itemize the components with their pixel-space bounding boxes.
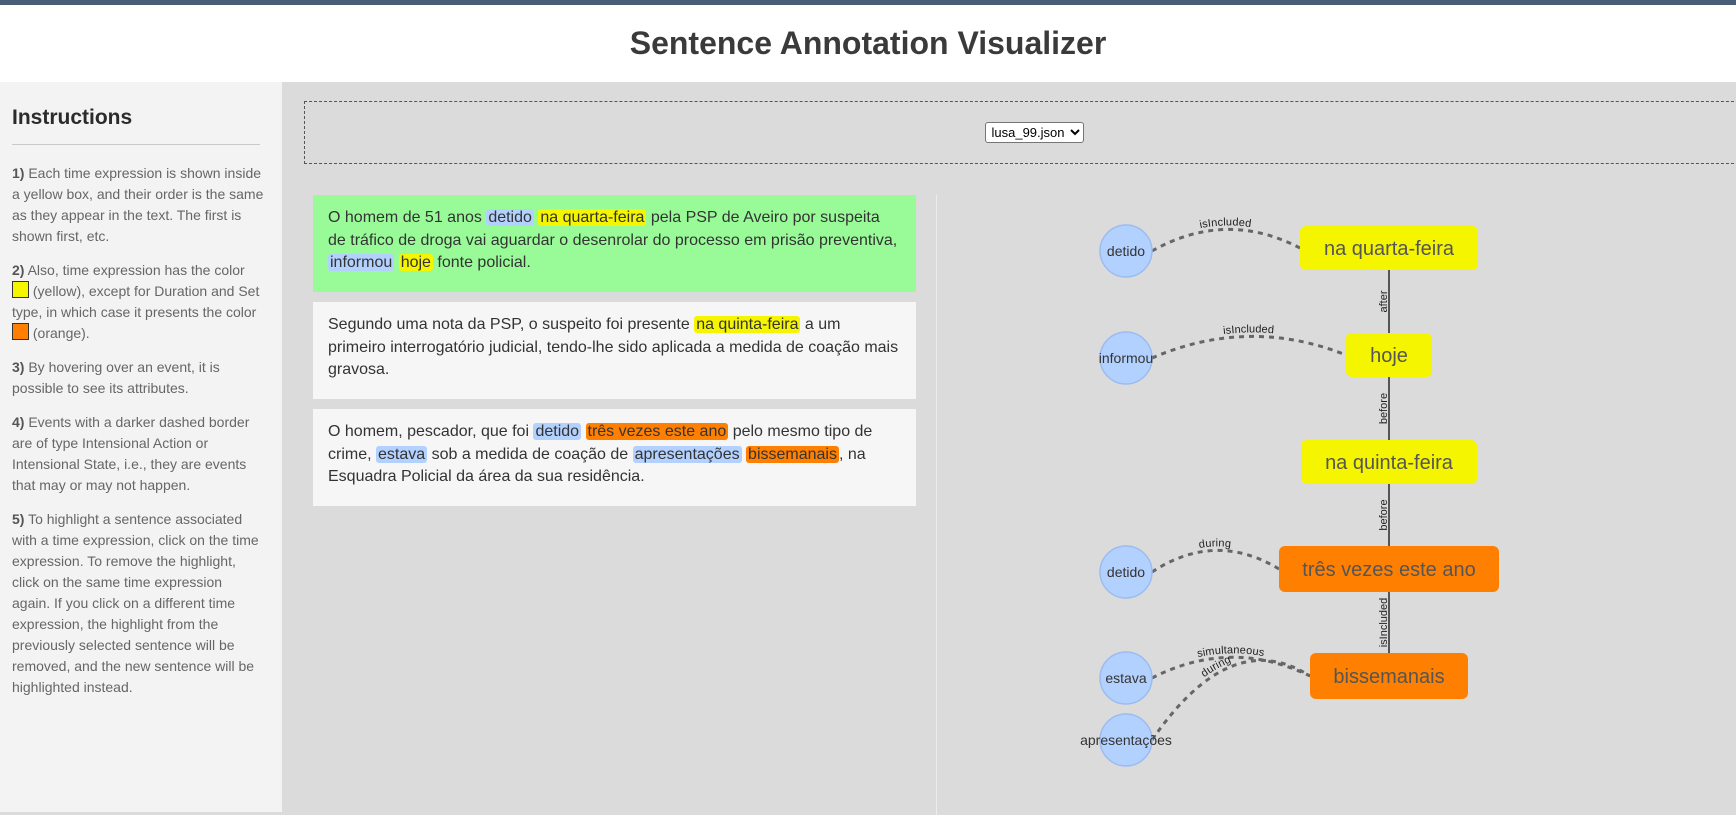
event-link	[1151, 227, 1301, 253]
page-header: Sentence Annotation Visualizer	[0, 5, 1736, 82]
event-link-label: simultaneous	[1196, 644, 1266, 660]
event-node-label[interactable]: estava	[1105, 670, 1146, 686]
event-link-label-text: simultaneous	[1196, 644, 1266, 660]
page-title: Sentence Annotation Visualizer	[629, 25, 1107, 61]
sentence-text: O homem, pescador, que foi	[328, 423, 534, 440]
sentence-text: pelo mesmo tipo de crime,	[328, 423, 873, 463]
top-accent-bar	[0, 0, 1736, 5]
instruction-number: 5)	[12, 511, 25, 527]
sentence-text: a um primeiro interrogatório judicial, t…	[328, 316, 899, 378]
time-node[interactable]	[1301, 440, 1477, 484]
time-link-label: before	[1378, 499, 1390, 530]
instruction-text: Also, time expression has the color	[27, 262, 245, 278]
time-node-label[interactable]: na quinta-feira	[1325, 452, 1454, 474]
sentence-text: Segundo uma nota da PSP, o suspeito foi …	[328, 316, 695, 333]
instruction-3: 3) By hovering over an event, it is poss…	[12, 357, 264, 399]
instruction-text: By hovering over an event, it is possibl…	[12, 359, 220, 396]
panel-divider	[936, 195, 937, 815]
file-picker-area: lusa_99.json	[304, 101, 1736, 164]
time-node-label[interactable]: bissemanais	[1333, 666, 1444, 688]
event-link	[1150, 659, 1311, 741]
event-node[interactable]	[1099, 224, 1153, 278]
instruction-number: 1)	[12, 165, 25, 181]
event-mention[interactable]: detido	[533, 423, 582, 440]
main-panel: lusa_99.json O homem de 51 anos detido n…	[282, 82, 1736, 815]
temporal-graph: after before before isIncluded isIncluded isI…	[1080, 216, 1499, 767]
instruction-4: 4) Events with a darker dashed border ar…	[12, 412, 264, 496]
time-node-label[interactable]: três vezes este ano	[1302, 559, 1475, 581]
event-node[interactable]	[1099, 713, 1153, 767]
sentence-card-2: Segundo uma nota da PSP, o suspeito foi …	[313, 302, 916, 399]
instruction-number: 3)	[12, 359, 25, 375]
event-link-label-text: isIncluded	[1199, 216, 1253, 231]
time-node[interactable]	[1300, 226, 1478, 270]
instruction-text: Events with a darker dashed border are o…	[12, 414, 250, 493]
instruction-text: (yellow), except for Duration and Set ty…	[12, 283, 260, 320]
instruction-text: (orange).	[32, 325, 90, 341]
event-node[interactable]	[1099, 545, 1153, 599]
instruction-5: 5) To highlight a sentence associated wi…	[12, 509, 264, 698]
event-node[interactable]	[1099, 651, 1153, 705]
instruction-1: 1) Each time expression is shown inside …	[12, 163, 264, 247]
event-link	[1151, 334, 1347, 360]
sentence-card-1: O homem de 51 anos detido na quarta-feir…	[313, 195, 916, 292]
event-link	[1151, 548, 1280, 574]
time-node[interactable]	[1346, 333, 1432, 377]
event-node[interactable]	[1099, 331, 1153, 385]
time-node-label[interactable]: na quarta-feira	[1324, 238, 1455, 260]
event-link-label-text: isIncluded	[1222, 323, 1274, 337]
event-mention[interactable]: estava	[376, 445, 428, 463]
file-select-dropdown[interactable]: lusa_99.json	[984, 122, 1084, 143]
sentence-text: fonte policial.	[432, 254, 531, 271]
orange-color-swatch	[12, 323, 29, 340]
sentence-text: pela PSP de Aveiro por suspeita de tráfi…	[328, 209, 898, 249]
instructions-title: Instructions	[12, 106, 260, 145]
event-link-label: isIncluded	[1222, 323, 1274, 337]
sentence-text	[581, 423, 585, 440]
time-link-label: after	[1378, 290, 1390, 312]
event-node-label[interactable]: informou	[1099, 350, 1153, 366]
time-node-label[interactable]: hoje	[1370, 345, 1408, 367]
instruction-number: 2)	[12, 262, 25, 278]
time-link-label: isIncluded	[1378, 598, 1390, 648]
event-node-label[interactable]: detido	[1107, 243, 1145, 259]
instruction-number: 4)	[12, 414, 25, 430]
sentence-text: sob a medida de coação de	[427, 445, 633, 463]
time-link-label: before	[1378, 393, 1390, 424]
time-expression[interactable]: na quarta-feira	[538, 209, 647, 226]
event-node-label[interactable]: detido	[1107, 564, 1145, 580]
time-expression-set[interactable]: três vezes este ano	[585, 423, 729, 440]
time-expression-set[interactable]: bissemanais	[746, 445, 839, 463]
sentence-text: , na Esquadra Policial da área da sua re…	[328, 445, 866, 486]
time-expression[interactable]: na quinta-feira	[694, 316, 801, 333]
time-expression[interactable]: hoje	[398, 254, 433, 271]
time-node-set[interactable]	[1310, 653, 1468, 699]
instructions-sidebar: Instructions 1) Each time expression is …	[0, 82, 282, 812]
sentence-card-3: O homem, pescador, que foi detido três v…	[313, 409, 916, 506]
instruction-text: To highlight a sentence associated with …	[12, 511, 259, 695]
event-mention[interactable]: apresentações	[632, 445, 742, 463]
event-mention[interactable]: informou	[328, 254, 395, 271]
time-node-set[interactable]	[1279, 546, 1499, 592]
event-link-label: during	[1198, 537, 1232, 551]
instruction-text: Each time expression is shown inside a y…	[12, 165, 264, 244]
sentence-text: O homem de 51 anos	[328, 209, 487, 226]
yellow-color-swatch	[12, 281, 29, 298]
event-link	[1151, 655, 1311, 680]
instruction-2: 2) Also, time expression has the color (…	[12, 260, 264, 344]
event-link-label: isIncluded	[1199, 216, 1253, 231]
event-mention[interactable]: detido	[486, 209, 534, 226]
event-link-label-text: during	[1198, 537, 1232, 551]
event-node-label[interactable]: apresentações	[1080, 732, 1172, 748]
